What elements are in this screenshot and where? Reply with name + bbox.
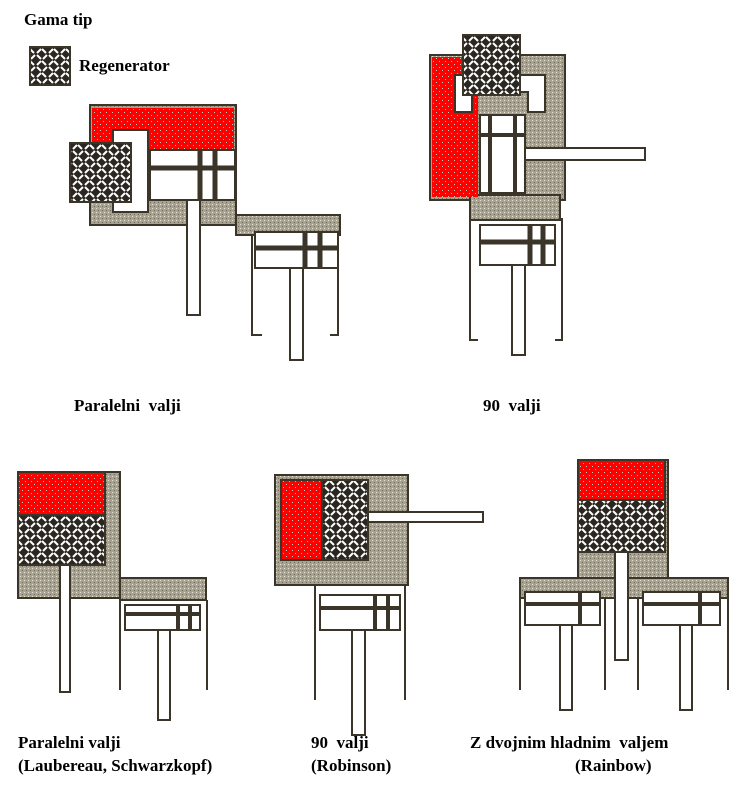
diagram-parallel-cylinders	[69, 104, 341, 361]
caption-robinson: 90 valji	[311, 733, 369, 752]
caption-parallel: Paralelni valji	[74, 396, 181, 415]
caption-laubereau-sub: (Laubereau, Schwarzkopf)	[18, 756, 213, 775]
diagram-90-degree	[429, 34, 646, 356]
caption-laubereau: Paralelni valji	[18, 733, 121, 752]
diagram-laubereau-schwarzkopf	[17, 471, 208, 721]
caption-90: 90 valji	[483, 396, 541, 415]
caption-robinson-sub: (Robinson)	[311, 756, 392, 775]
diagram-robinson	[274, 474, 484, 736]
caption-rainbow: Z dvojnim hladnim valjem	[470, 733, 669, 752]
legend-label: Regenerator	[79, 56, 170, 75]
diagram-rainbow	[519, 459, 729, 711]
regenerator-hatch-icon	[29, 46, 71, 86]
page-title: Gama tip	[24, 10, 93, 29]
caption-rainbow-sub: (Rainbow)	[575, 756, 652, 775]
